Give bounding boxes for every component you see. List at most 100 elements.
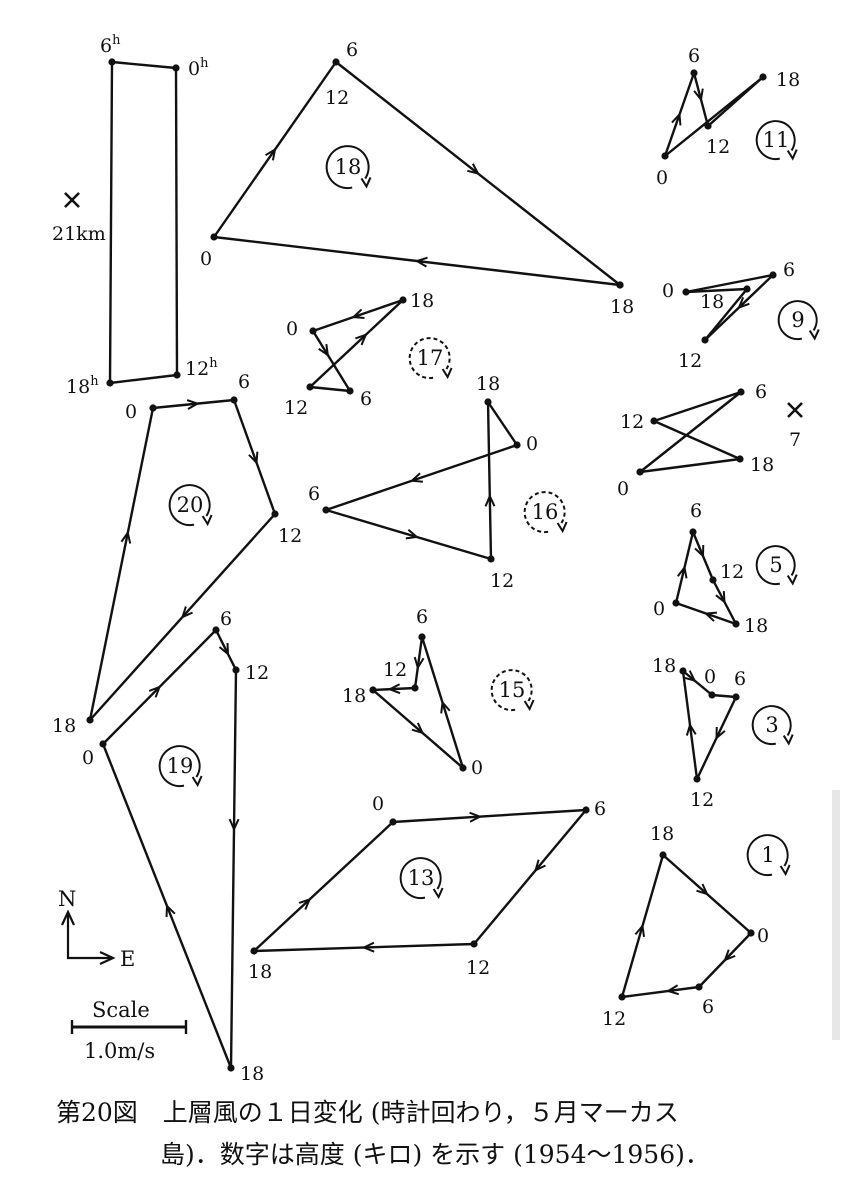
wind-segment: [372, 689, 464, 769]
hour-point: [106, 379, 114, 387]
altitude-label: 13: [408, 866, 435, 890]
hour-point: [636, 468, 644, 476]
hour-point: [86, 716, 94, 724]
hour-point: [459, 764, 467, 772]
wind-segment: [109, 373, 178, 385]
hour-point: [704, 122, 712, 130]
rotation-arrow-icon: [786, 574, 798, 586]
hour-label: 6: [416, 606, 428, 628]
wind-segment: [704, 288, 748, 341]
hour-point: [690, 69, 698, 77]
hour-label: 12: [720, 561, 744, 583]
hour-label: 0: [757, 925, 769, 947]
cross-icon: [64, 192, 80, 208]
hour-label: 18: [700, 291, 724, 313]
rotation-marker: 18: [325, 145, 372, 190]
hour-label: 0: [125, 401, 137, 423]
hour-point: [701, 336, 709, 344]
hour-label: 18: [476, 373, 500, 395]
hour-point: [487, 555, 495, 563]
hour-label: 0: [656, 167, 668, 189]
altitude-label: 17: [417, 346, 444, 370]
direction-arrow-icon: [677, 565, 688, 579]
hour-point: [708, 691, 716, 699]
altitude-label: 15: [499, 678, 526, 702]
direction-arrow-icon: [361, 941, 375, 953]
hour-point: [389, 818, 397, 826]
hour-unit: h: [112, 33, 121, 48]
hour-point: [693, 775, 701, 783]
rotation-marker: 1: [746, 834, 791, 877]
rotation-arrow-icon: [786, 149, 798, 161]
hour-point: [736, 455, 744, 463]
hour-point: [672, 599, 680, 607]
rotation-marker: 15: [490, 669, 535, 712]
direction-arrow-icon: [186, 399, 200, 410]
direction-arrow-icon: [228, 818, 240, 832]
direction-arrow-icon: [180, 606, 193, 619]
rotation-marker: 13: [399, 857, 444, 900]
hour-label: 18: [652, 655, 676, 677]
hour-label: 0: [372, 793, 384, 815]
hour-label: 18: [744, 615, 768, 637]
wind-segment: [392, 808, 587, 824]
compass-axes: [66, 915, 110, 960]
wind-segment: [685, 287, 748, 294]
rotation-circle-arc: [168, 484, 211, 527]
hour-point: [659, 851, 667, 859]
rotation-marker: 11: [755, 120, 798, 161]
wind-segment: [487, 401, 518, 446]
rotation-arrow-icon: [191, 775, 203, 788]
direction-arrow-icon: [265, 147, 277, 161]
hour-label: 6: [783, 259, 795, 281]
hour-point: [418, 633, 426, 641]
direction-arrow-icon: [411, 722, 425, 735]
hour-point: [743, 285, 751, 293]
hour-label: 6: [688, 45, 700, 67]
hour-label: 18h: [66, 374, 99, 398]
hour-label: 6: [220, 608, 232, 630]
hour-unit: h: [90, 374, 99, 389]
rotation-circle-arc: [777, 300, 818, 341]
hour-label: 12: [383, 659, 407, 681]
hour-point: [227, 1064, 235, 1072]
hour-point: [769, 271, 777, 279]
rotation-marker: 17: [408, 337, 453, 380]
direction-arrow-icon: [703, 611, 718, 622]
hour-point: [411, 684, 419, 692]
hour-point: [709, 576, 717, 584]
hour-label: 12h: [185, 356, 218, 380]
hour-label: 12: [678, 350, 702, 372]
hour-label: 12: [620, 411, 644, 433]
wind-segment: [664, 76, 764, 157]
figure-caption-line1: 第20図 上層風の１日変化 (時計回わり，５月マーカス: [56, 1098, 679, 1127]
hour-label: 0: [617, 478, 629, 500]
hour-label: 6: [360, 388, 372, 410]
hour-label: 6: [238, 371, 250, 393]
hour-unit: h: [209, 356, 218, 371]
east-arrow-icon: [99, 951, 116, 965]
direction-arrow-icon: [165, 903, 176, 918]
marker-label-7: 7: [789, 429, 801, 451]
hour-label: 18: [610, 296, 634, 318]
rotation-arrow-icon: [360, 177, 372, 189]
hour-unit: h: [200, 56, 209, 71]
rotation-circle-arc: [746, 834, 789, 877]
rotation-arrow-icon: [556, 521, 568, 534]
hour-label: 6: [755, 381, 767, 403]
direction-arrow-icon: [693, 88, 704, 102]
hour-label: 6: [308, 483, 320, 505]
altitude-label: 5: [769, 553, 782, 577]
hour-point: [732, 693, 740, 701]
hour-label: 0: [471, 757, 483, 779]
direction-arrow-icon: [737, 296, 750, 310]
hour-label: 6: [734, 668, 746, 690]
hour-label: 0: [286, 318, 298, 340]
altitude-label: 9: [791, 308, 804, 332]
direction-arrow-icon: [696, 883, 709, 896]
rotation-marker: 19: [158, 745, 203, 788]
hour-point: [232, 666, 240, 674]
